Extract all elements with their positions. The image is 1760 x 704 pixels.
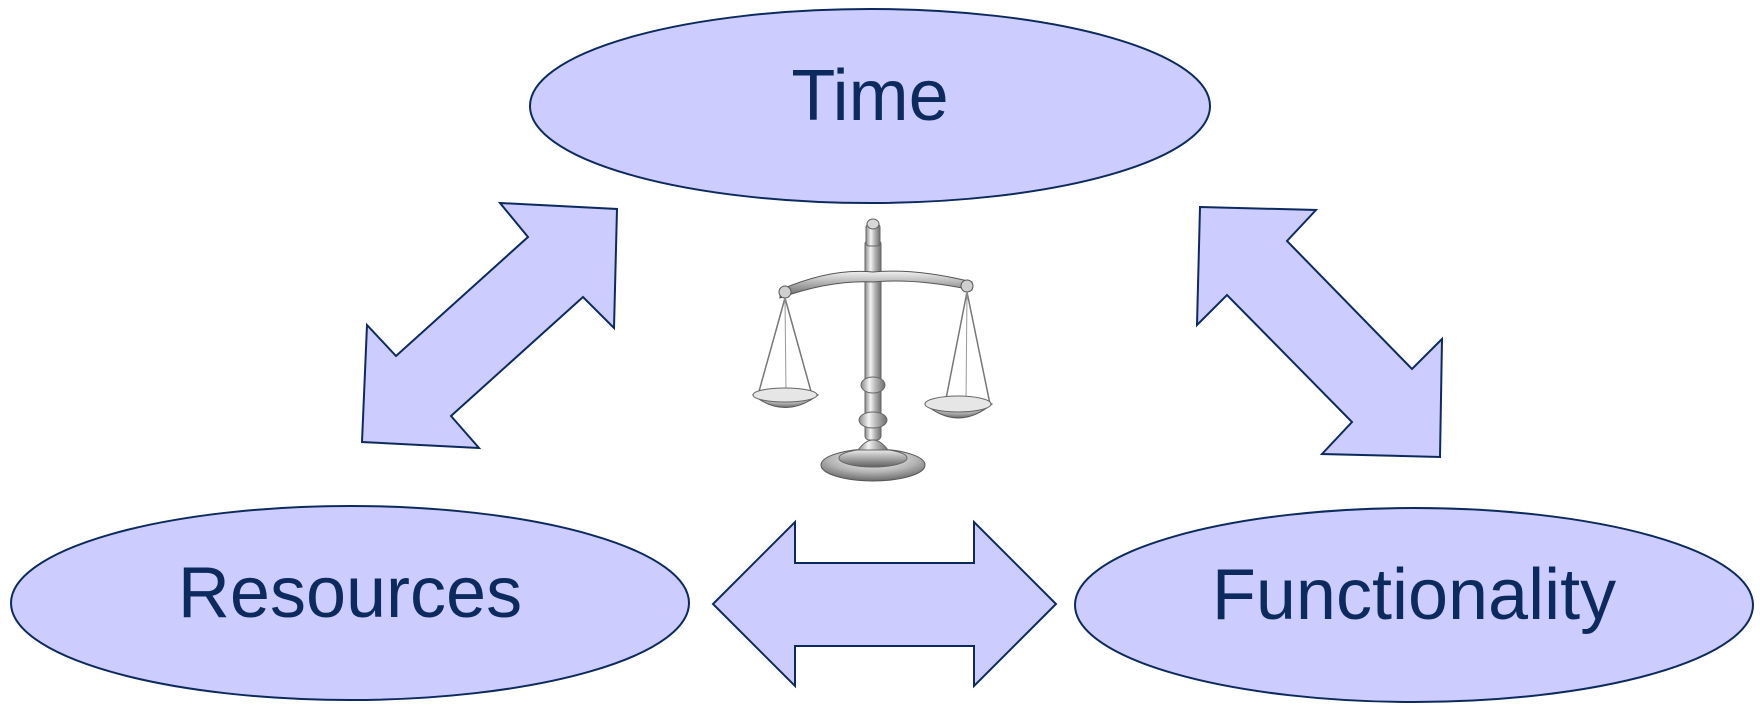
node-time: Time bbox=[529, 8, 1211, 204]
node-time-label: Time bbox=[791, 56, 948, 136]
node-resources-label: Resources bbox=[178, 553, 522, 633]
node-time-ellipse bbox=[529, 8, 1211, 204]
balance-scale-icon bbox=[751, 218, 994, 482]
arrow-time-resources bbox=[360, 201, 619, 450]
arrow-time-functionality bbox=[1195, 205, 1444, 459]
node-functionality: Functionality bbox=[1074, 507, 1754, 703]
node-functionality-label: Functionality bbox=[1212, 555, 1616, 635]
node-resources: Resources bbox=[10, 505, 690, 701]
arrow-resources-functionality bbox=[711, 519, 1058, 689]
node-resources-ellipse bbox=[10, 505, 690, 701]
node-functionality-ellipse bbox=[1074, 507, 1754, 703]
